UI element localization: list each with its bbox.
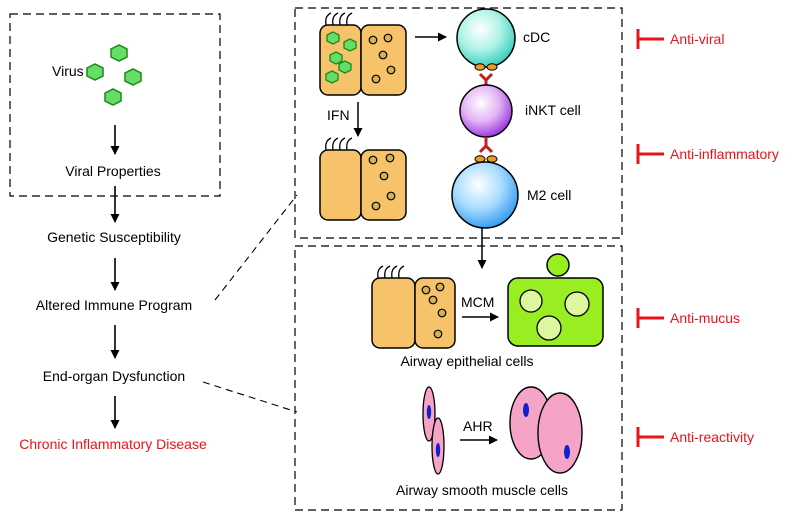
airway-smooth-muscle-label: Airway smooth muscle cells bbox=[396, 482, 568, 498]
inhibitor-anti-reactivity: Anti-reactivity bbox=[636, 427, 754, 447]
lower-mechanism-dashed-box bbox=[294, 245, 623, 511]
inhibitor-anti-viral: Anti-viral bbox=[636, 29, 724, 49]
smooth-muscle-cells-before bbox=[422, 386, 445, 475]
anti-viral-label: Anti-viral bbox=[670, 31, 724, 47]
recovered-epithelial-cells bbox=[319, 137, 407, 221]
genetic-susceptibility-label: Genetic Susceptibility bbox=[47, 229, 181, 245]
viral-properties-label: Viral Properties bbox=[65, 163, 160, 179]
connector-line-lower bbox=[202, 381, 298, 413]
ahr-label: AHR bbox=[463, 418, 493, 434]
inhibitor-anti-inflammatory: Anti-inflammatory bbox=[636, 144, 779, 164]
chronic-inflammatory-disease-label: Chronic Inflammatory Disease bbox=[19, 436, 207, 452]
receptor-pair-inkt-m2 bbox=[474, 137, 498, 163]
m2-label: M2 cell bbox=[527, 187, 571, 203]
airway-epithelial-label: Airway epithelial cells bbox=[400, 353, 533, 369]
m2-cell bbox=[451, 161, 519, 229]
virus-label: Virus bbox=[52, 63, 84, 79]
inhibitor-anti-mucus: Anti-mucus bbox=[636, 308, 740, 328]
altered-immune-program-label: Altered Immune Program bbox=[36, 297, 192, 313]
end-organ-dysfunction-label: End-organ Dysfunction bbox=[43, 368, 185, 384]
inkt-label: iNKT cell bbox=[525, 102, 581, 118]
anti-inflammatory-label: Anti-inflammatory bbox=[670, 146, 779, 162]
anti-reactivity-label: Anti-reactivity bbox=[670, 429, 754, 445]
inkt-cell bbox=[459, 84, 513, 138]
connector-line-upper bbox=[214, 194, 298, 301]
anti-mucus-label: Anti-mucus bbox=[670, 310, 740, 326]
smooth-muscle-cells-after bbox=[509, 386, 583, 474]
virus-particles-icon bbox=[86, 44, 142, 106]
infected-epithelial-cells bbox=[319, 12, 407, 96]
mcm-label: MCM bbox=[461, 294, 494, 310]
mucous-metaplasia-cell bbox=[507, 253, 604, 347]
airway-epithelial-cells bbox=[371, 265, 456, 349]
cdc-label: cDC bbox=[523, 29, 550, 45]
upper-mechanism-dashed-box bbox=[294, 7, 623, 239]
cdc-cell bbox=[456, 8, 516, 68]
ifn-label: IFN bbox=[327, 107, 350, 123]
